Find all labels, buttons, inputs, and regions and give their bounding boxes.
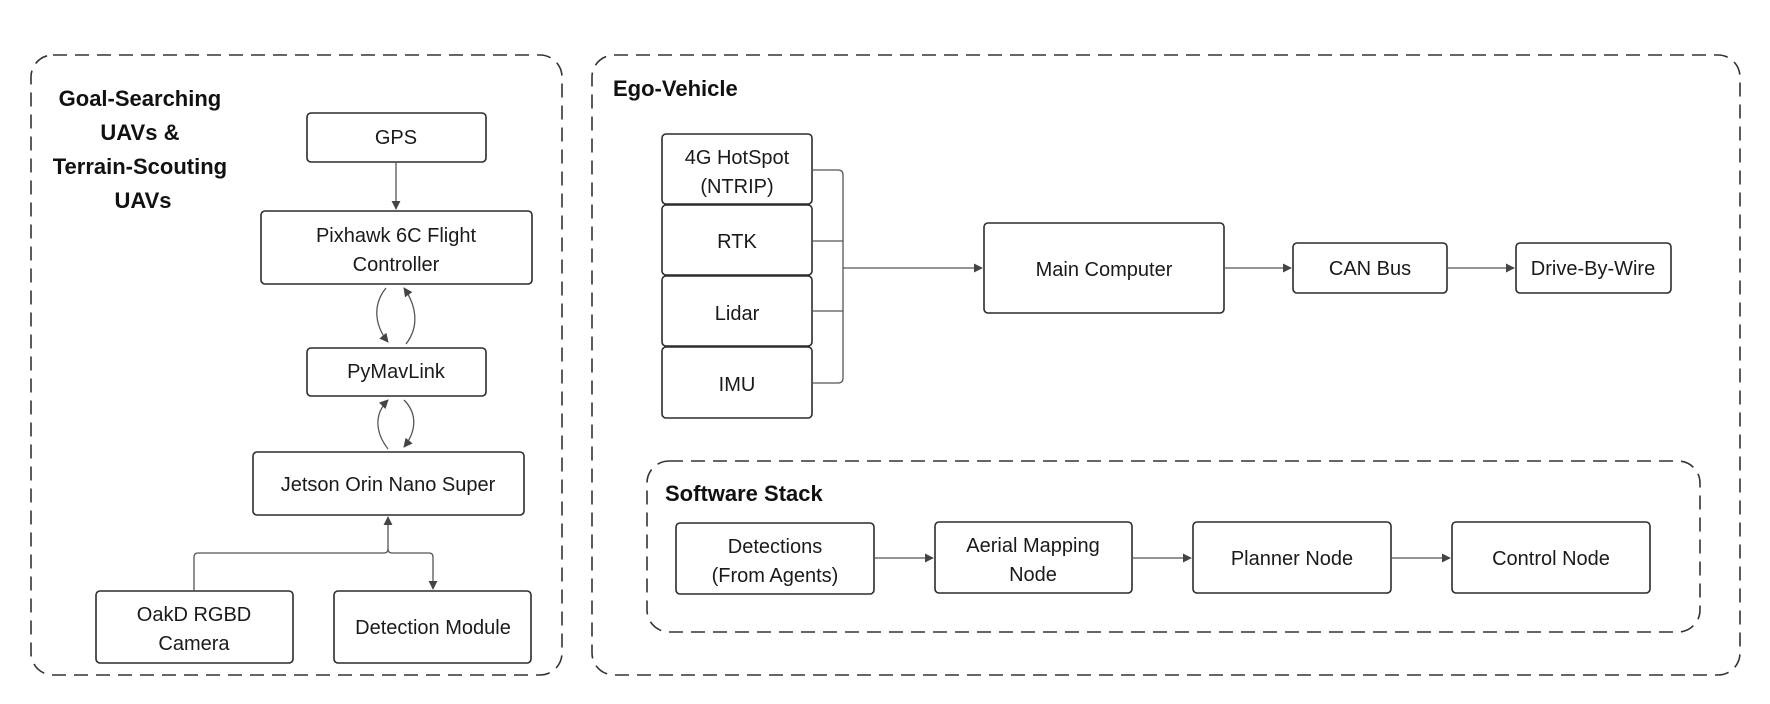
software-stack-title: Software Stack [665,481,823,506]
ego-vehicle-title: Ego-Vehicle [613,76,738,101]
hotspot-label: (NTRIP) [700,176,773,198]
main-computer-label: Main Computer [1036,259,1173,281]
uav-group: Goal-Searching UAVs & Terrain-Scouting U… [30,54,563,676]
control-node[interactable]: Control Node [1451,521,1651,594]
uav-title-line: Terrain-Scouting [53,154,227,179]
imu-label: IMU [719,374,756,396]
uav-title-line: Goal-Searching [59,86,222,111]
lidar-label: Lidar [715,303,760,325]
ego-vehicle-group: Ego-Vehicle 4G HotSpot (NTRIP) RTK Lidar… [591,54,1741,676]
drive-by-wire-label: Drive-By-Wire [1531,258,1655,280]
control-label: Control Node [1492,548,1610,570]
gps-node[interactable]: GPS [306,112,487,163]
jetson-to-pymavlink-arrow [377,399,389,450]
planner-label: Planner Node [1231,548,1353,570]
aerial-mapping-label: Aerial Mapping [966,535,1099,557]
camera-label: Camera [158,633,230,655]
uav-title-line: UAVs [114,188,171,213]
pymavlink-to-pixhawk-arrow [403,287,416,345]
detections-label: (From Agents) [712,565,839,587]
detection-module-label: Detection Module [355,617,511,639]
lidar-node[interactable]: Lidar [661,275,813,347]
aerial-mapping-label: Node [1009,564,1057,586]
uav-group-title: Goal-Searching UAVs & Terrain-Scouting U… [53,86,234,213]
hotspot-label: 4G HotSpot [685,147,790,169]
can-bus-label: CAN Bus [1329,258,1411,280]
pixhawk-label: Controller [353,254,440,276]
jetson-node[interactable]: Jetson Orin Nano Super [252,451,525,516]
pixhawk-to-pymavlink-arrow [376,287,389,343]
detections-label: Detections [728,536,823,558]
pixhawk-label: Pixhawk 6C Flight [316,225,477,247]
pixhawk-node[interactable]: Pixhawk 6C Flight Controller [260,210,533,285]
rtk-label: RTK [717,231,757,253]
gps-label: GPS [375,127,417,149]
pymavlink-node[interactable]: PyMavLink [306,347,487,397]
hotspot-node[interactable]: 4G HotSpot (NTRIP) [661,133,813,205]
sensor-bundle-bracket [812,169,844,384]
rtk-node[interactable]: RTK [661,204,813,276]
drive-by-wire-node[interactable]: Drive-By-Wire [1515,242,1672,294]
can-bus-node[interactable]: CAN Bus [1292,242,1448,294]
main-computer-node[interactable]: Main Computer [983,222,1225,314]
pymavlink-label: PyMavLink [347,361,446,383]
detection-module-node[interactable]: Detection Module [333,590,532,664]
jetson-to-detection-arrow [387,548,438,590]
planner-node[interactable]: Planner Node [1192,521,1392,594]
detections-node[interactable]: Detections (From Agents) [675,522,875,595]
jetson-label: Jetson Orin Nano Super [281,474,496,496]
camera-node[interactable]: OakD RGBD Camera [95,590,294,664]
camera-to-jetson-arrow [193,516,393,591]
aerial-mapping-node[interactable]: Aerial Mapping Node [934,521,1133,594]
uav-title-line: UAVs & [100,120,179,145]
imu-node[interactable]: IMU [661,346,813,419]
pymavlink-to-jetson-arrow [403,399,415,448]
camera-label: OakD RGBD [137,604,251,626]
software-stack-group: Software Stack Detections (From Agents) … [646,460,1701,633]
